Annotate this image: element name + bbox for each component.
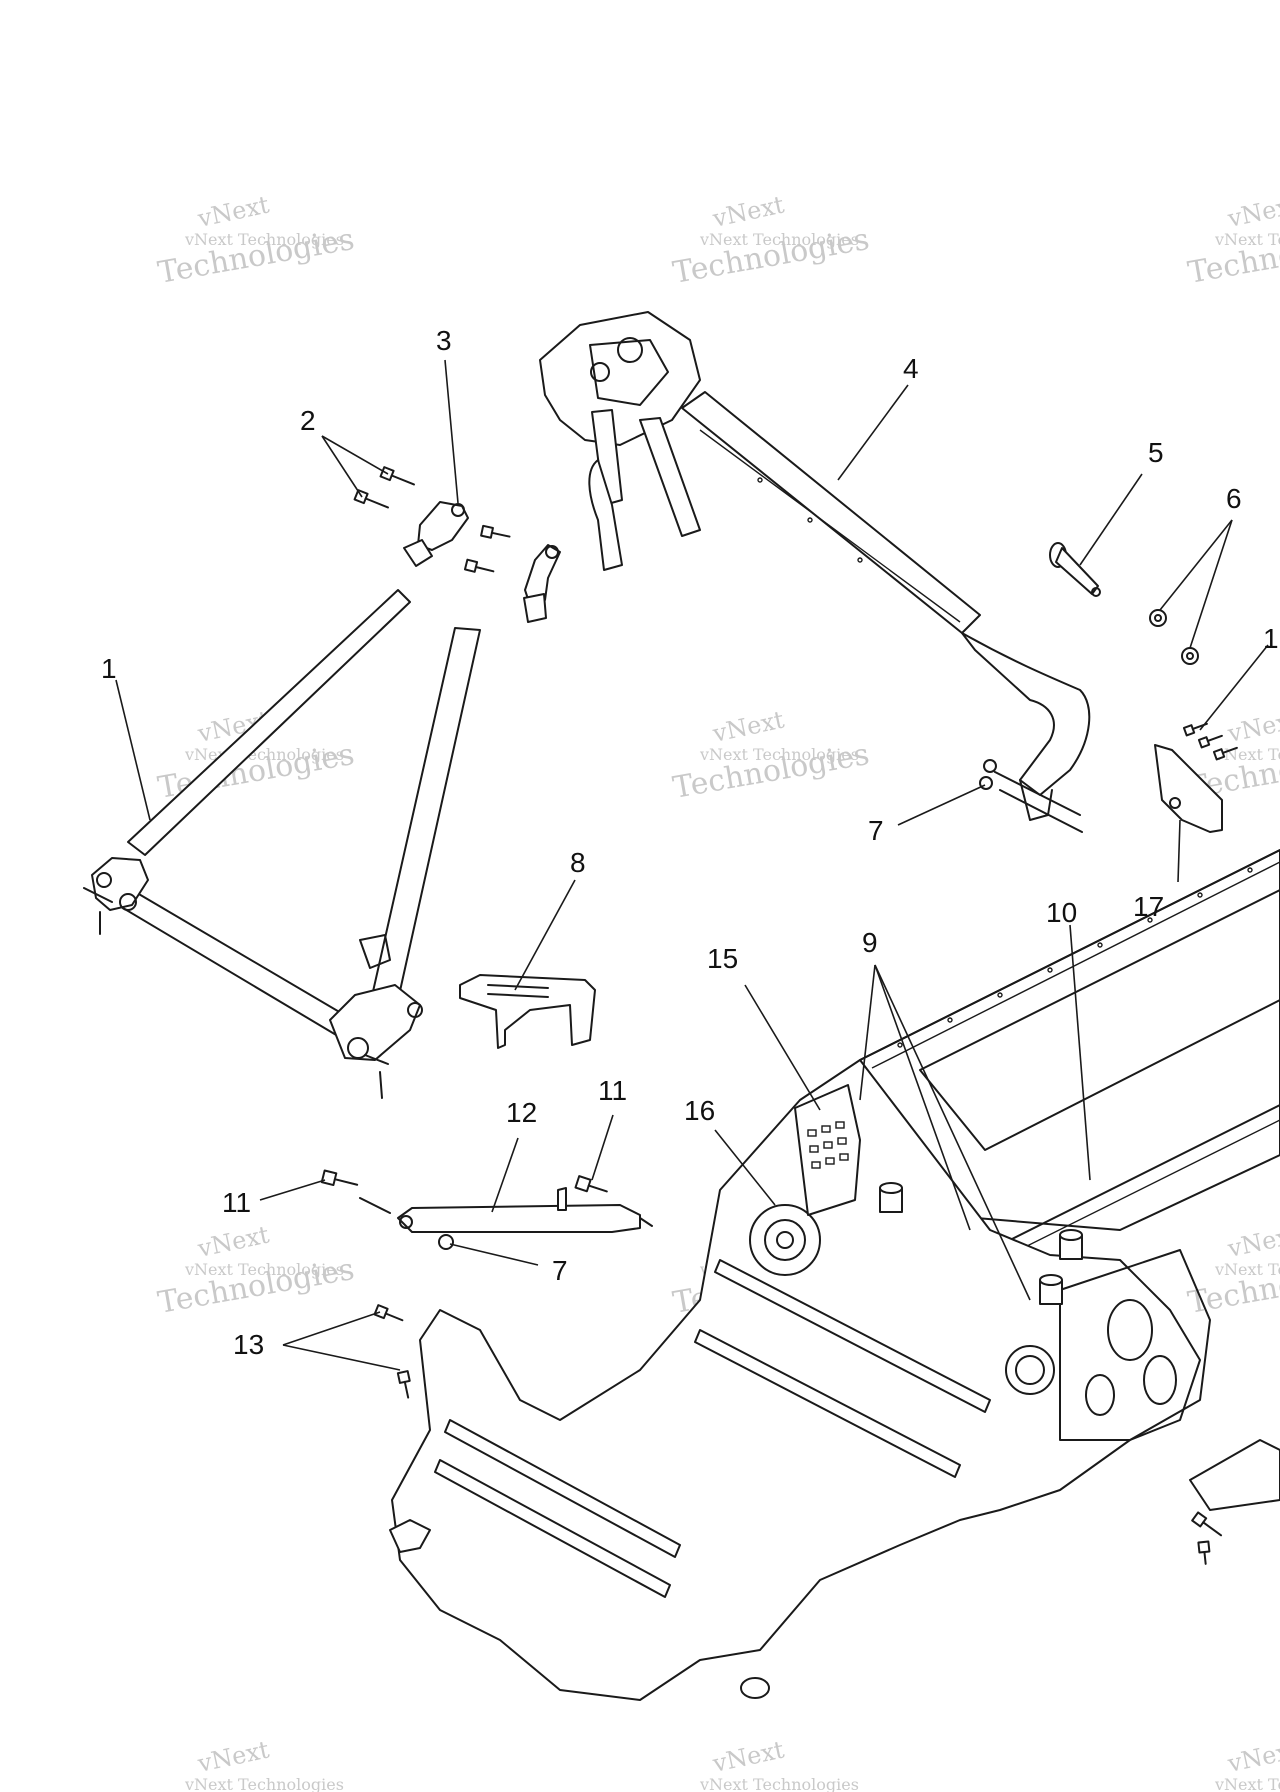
callout-10: 10 (1046, 897, 1077, 928)
callout-1: 1 (101, 653, 117, 684)
watermark-line1: vNext (1224, 705, 1280, 748)
callout-3: 3 (436, 325, 452, 356)
chassis-assembly (389, 849, 1280, 1701)
rivet-row (897, 867, 1253, 1048)
part-11-bolts (320, 1169, 608, 1193)
watermark-line2: vNext Technologies (699, 745, 859, 764)
watermark-line1: vNext (1224, 1735, 1280, 1778)
watermark-line1: vNext (194, 190, 272, 233)
part-1-front-frame (83, 589, 481, 1099)
watermark: vNext vNext Technologies Technologies (670, 190, 872, 290)
part-12-link-arm (359, 1187, 653, 1250)
part-9-posts (879, 1182, 1083, 1305)
grate-holes (807, 1121, 849, 1169)
watermark-line2: vNext Technologies (184, 1775, 344, 1792)
watermark-line1: vNext (1224, 1220, 1280, 1263)
part-7-nuts (979, 759, 997, 790)
callout-2: 2 (300, 405, 316, 436)
watermark: vNext vNext Technologies Technologies (1185, 190, 1280, 290)
watermark-line1: vNext (709, 1735, 787, 1778)
watermark-line1: vNext (194, 1220, 272, 1263)
leader-lines (115, 359, 1269, 1371)
watermark-line2: vNext Technologies (184, 230, 344, 249)
watermark-line1: vNext (709, 705, 787, 748)
watermark: vNext vNext Technologies Technologies (670, 705, 872, 805)
part-8-bracket (459, 974, 596, 1049)
callout-1-right: 1 (1263, 623, 1279, 654)
watermark-line1: vNext (194, 1735, 272, 1778)
callout-8: 8 (570, 847, 586, 878)
watermark: vNext vNext Technologies (184, 1735, 344, 1792)
watermark-line2: vNext Technologies (1214, 1775, 1280, 1792)
watermark-line2: vNext Technologies (699, 230, 859, 249)
callout-5: 5 (1148, 437, 1164, 468)
callout-7-lower: 7 (552, 1255, 568, 1286)
watermark-line2: vNext Technologies (184, 1260, 344, 1279)
watermark: vNext vNext Technologies Technologies (155, 190, 357, 290)
callout-9: 9 (862, 927, 878, 958)
watermark-line2: vNext Technologies (1214, 1260, 1280, 1279)
part-4-upper-frame (539, 311, 1091, 833)
callout-15: 15 (707, 943, 738, 974)
watermark: vNext vNext Technologies Technologies (1185, 1220, 1280, 1320)
callout-11-left: 11 (222, 1187, 251, 1218)
callout-17: 17 (1133, 891, 1164, 922)
part-13-bolts (373, 1304, 411, 1399)
part-3-brackets (403, 501, 561, 623)
callout-7-upper: 7 (868, 815, 884, 846)
callout-12: 12 (506, 1097, 537, 1128)
watermark-line2: vNext Technologies (1214, 230, 1280, 249)
watermark: vNext vNext Technologies Technologies (155, 1220, 357, 1320)
callout-labels: 1 1 2 3 4 5 6 7 7 8 9 10 11 11 12 13 15 … (101, 325, 1279, 1360)
callout-13: 13 (233, 1329, 264, 1360)
watermark-line1: vNext (709, 190, 787, 233)
watermark-line2: vNext Technologies (699, 1775, 859, 1792)
callout-16: 16 (684, 1095, 715, 1126)
watermark: vNext vNext Technologies (1214, 1735, 1280, 1792)
callout-11-upper: 11 (598, 1075, 627, 1106)
part-17-side-plate (1154, 722, 1238, 833)
part-6-nuts (1149, 609, 1199, 665)
watermark-line1: vNext (1224, 190, 1280, 233)
watermark: vNext vNext Technologies (699, 1735, 859, 1792)
callout-6: 6 (1226, 483, 1242, 514)
part-5-clip (1049, 542, 1101, 597)
callout-4: 4 (903, 353, 919, 384)
part-2-bolts (353, 466, 415, 509)
